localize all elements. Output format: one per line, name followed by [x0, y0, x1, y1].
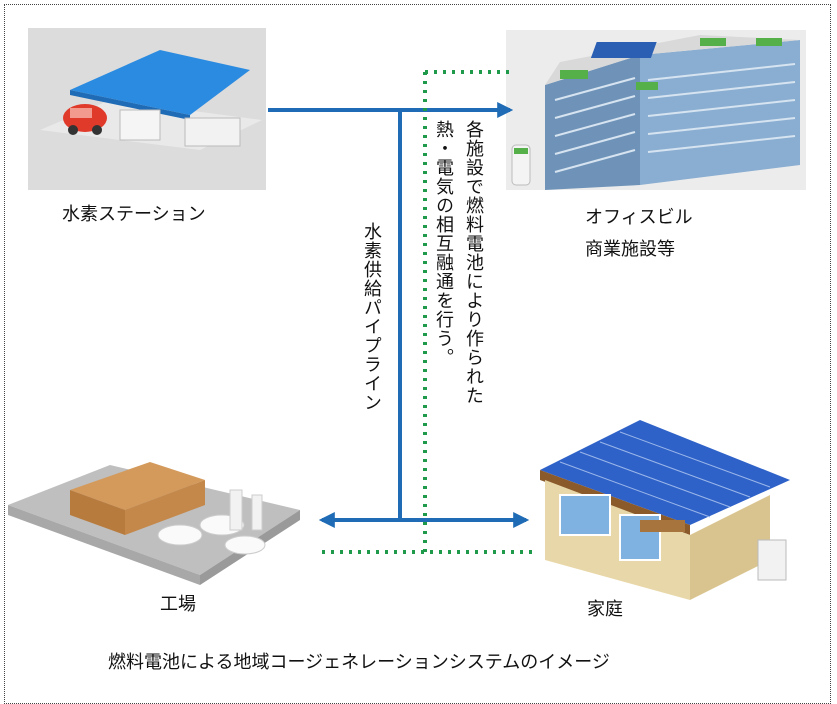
pipeline-label: 水素供給パイプライン: [361, 222, 382, 412]
hydrogen-station-image: [28, 28, 266, 190]
office-label-line2: 商業施設等: [585, 239, 675, 260]
factory-image: [8, 462, 300, 585]
hydrogen-pipeline: [268, 102, 530, 528]
energy-sharing-boundary: [322, 70, 532, 554]
energy-sharing-line1: 各施設で燃料電池により作られた: [463, 120, 484, 405]
office-building-image: [506, 30, 806, 190]
diagram-canvas: [8, 28, 806, 600]
diagram-caption: 燃料電池による地域コージェネレーションシステムのイメージ: [108, 652, 610, 673]
factory-label: 工場: [160, 594, 196, 615]
energy-sharing-text: 各施設で燃料電池により作られた 熱・電気の相互融通を行う。: [428, 120, 488, 520]
hydrogen-station-label: 水素ステーション: [62, 204, 206, 225]
house-image: [540, 420, 790, 600]
energy-sharing-line2: 熱・電気の相互融通を行う。: [433, 120, 454, 367]
home-label: 家庭: [587, 599, 623, 620]
office-label-line1: オフィスビル: [585, 207, 693, 228]
